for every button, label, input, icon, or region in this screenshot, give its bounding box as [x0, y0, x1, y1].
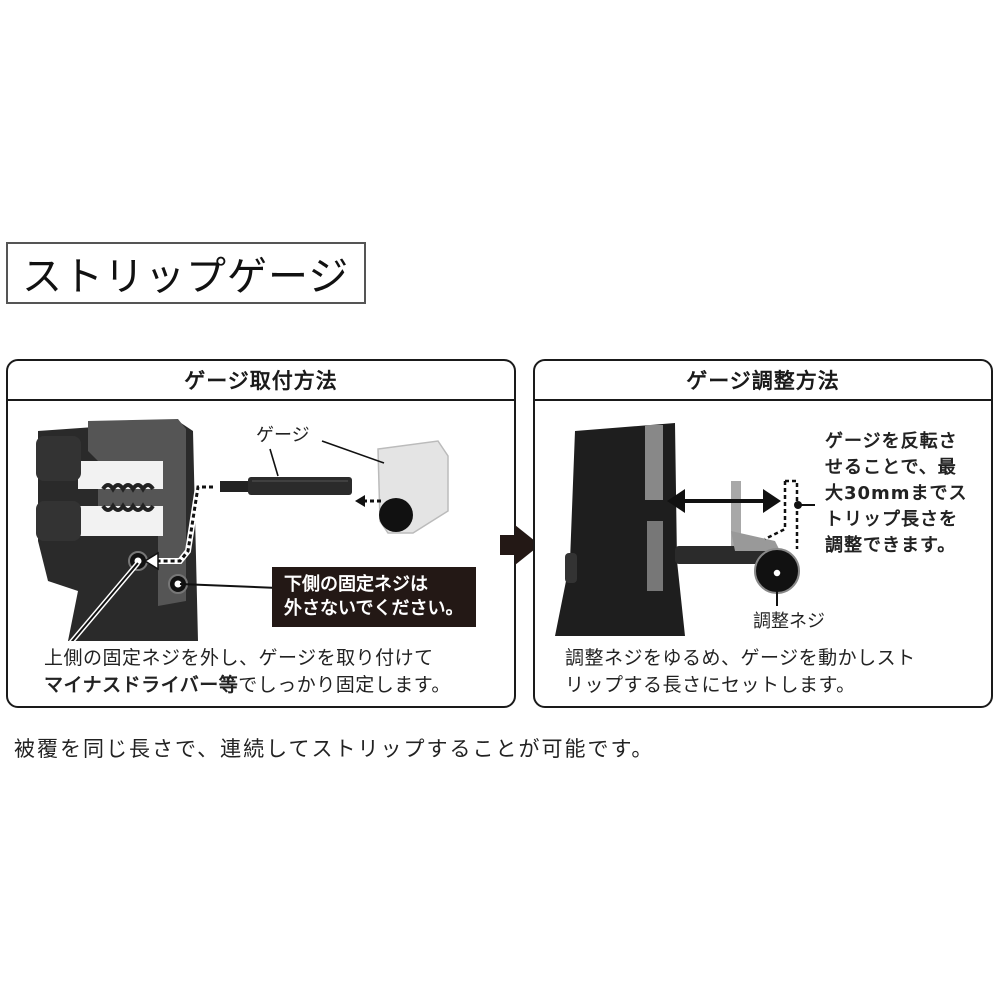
caption-line: 調整ネジをゆるめ、ゲージを動かしスト — [565, 647, 916, 669]
caption-emphasis: マイナスドライバー等 — [44, 674, 239, 696]
caption-rest: でしっかり固定します。 — [238, 674, 451, 696]
callout-line: 大30mmまでス — [825, 483, 968, 504]
panel-heading: ゲージ取付方法 — [8, 361, 514, 401]
warning-line: 下側の固定ネジは — [284, 574, 428, 595]
adjust-screw-label: 調整ネジ — [753, 611, 825, 632]
caption-line: リップする長さにセットします。 — [565, 674, 856, 696]
footer-note: 被覆を同じ長さで、連続してストリップすることが可能です。 — [14, 737, 655, 761]
stripper-tool-front-illustration — [36, 419, 449, 641]
install-caption: 上側の固定ネジを外し、ゲージを取り付けて マイナスドライバー等でしっかり固定しま… — [44, 645, 451, 699]
next-step-arrow-icon — [500, 525, 540, 565]
caption-line: 上側の固定ネジを外し、ゲージを取り付けて — [44, 647, 434, 669]
warning-box: 下側の固定ネジは 外さないでください。 — [272, 567, 476, 627]
panel-gauge-adjust: ゲージ調整方法 ゲージを反転さ せることで、最 大30mmまでス トリップ長さを… — [533, 359, 993, 708]
caption-line: マイナスドライバー等でしっかり固定します。 — [44, 672, 451, 699]
reversal-callout: ゲージを反転さ せることで、最 大30mmまでス トリップ長さを 調整できます。 — [825, 429, 968, 559]
panel-heading: ゲージ調整方法 — [535, 361, 991, 401]
callout-line: 調整できます。 — [825, 535, 957, 556]
page-title: ストリップゲージ — [6, 242, 366, 304]
gauge-part-label: ゲージ — [256, 425, 310, 446]
callout-line: せることで、最 — [825, 457, 957, 478]
callout-line: ゲージを反転さ — [825, 431, 958, 452]
panel-gauge-install: ゲージ取付方法 ゲージ — [6, 359, 516, 708]
callout-line: トリップ長さを — [825, 509, 958, 530]
adjust-caption: 調整ネジをゆるめ、ゲージを動かしスト リップする長さにセットします。 — [565, 645, 916, 699]
warning-line: 外さないでください。 — [284, 598, 464, 619]
stripper-tool-side-illustration — [555, 423, 815, 636]
